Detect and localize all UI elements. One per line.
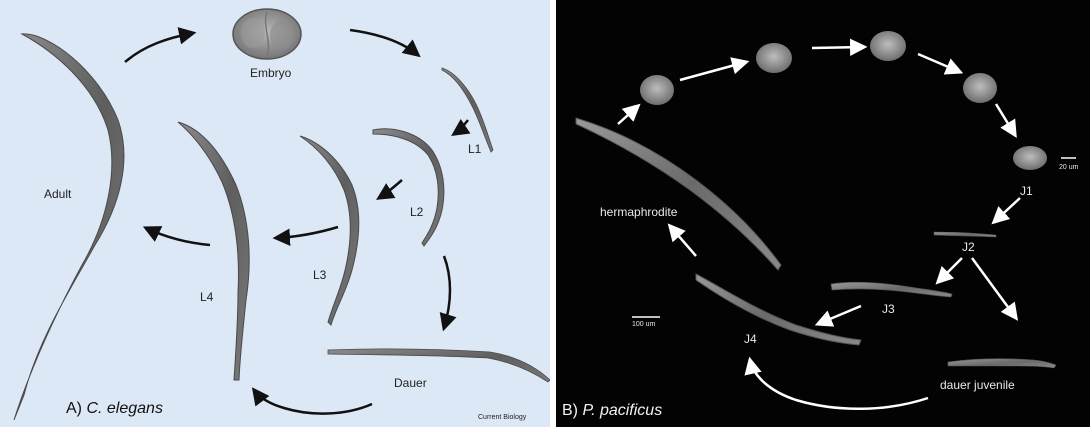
- panel-p-pacificus: J1 J2 J3 J4 hermaphrodite dauer juvenile…: [556, 0, 1090, 427]
- panel-a-title: A) C. elegans: [66, 400, 163, 418]
- label-j1: J1: [1020, 184, 1033, 198]
- label-dauer-juvenile: dauer juvenile: [940, 378, 1015, 392]
- panel-b-title-prefix: B): [562, 402, 582, 419]
- l4-worm: [178, 122, 249, 380]
- panel-a-title-species: C. elegans: [86, 400, 163, 417]
- panel-b-title: B) P. pacificus: [562, 402, 662, 420]
- panel-a-title-prefix: A): [66, 400, 86, 417]
- j2-worm: [934, 232, 996, 237]
- panel-b-title-species: P. pacificus: [582, 402, 662, 419]
- c-elegans-lifecycle-drawing: [0, 0, 550, 427]
- label-j4: J4: [744, 332, 757, 346]
- label-j2: J2: [962, 240, 975, 254]
- l2-worm: [373, 129, 444, 246]
- adult-worm: [14, 34, 124, 420]
- panel-c-elegans: Embryo L1 L2 L3 L4 Adult Dauer Current B…: [0, 0, 550, 427]
- label-scale-20um: 20 um: [1059, 164, 1078, 171]
- label-scale-100um: 100 um: [632, 321, 655, 328]
- label-l3: L3: [313, 268, 326, 282]
- label-j3: J3: [882, 302, 895, 316]
- label-l1: L1: [468, 142, 481, 156]
- label-l2: L2: [410, 205, 423, 219]
- embryo-series: [640, 31, 1047, 170]
- hermaphrodite-worm: [576, 118, 781, 270]
- embryo: [233, 9, 301, 59]
- j3-worm: [831, 282, 952, 297]
- label-dauer: Dauer: [394, 376, 427, 390]
- lifecycle-arrows: [618, 47, 1020, 409]
- label-adult: Adult: [44, 187, 71, 201]
- l1-worm: [442, 68, 493, 152]
- lifecycle-arrows: [125, 30, 468, 414]
- label-l4: L4: [200, 290, 213, 304]
- label-hermaphrodite: hermaphrodite: [600, 205, 677, 219]
- image-credit: Current Biology: [478, 414, 526, 421]
- dauer-juvenile-worm: [948, 359, 1056, 368]
- dauer-worm: [328, 349, 550, 382]
- label-embryo: Embryo: [250, 66, 291, 80]
